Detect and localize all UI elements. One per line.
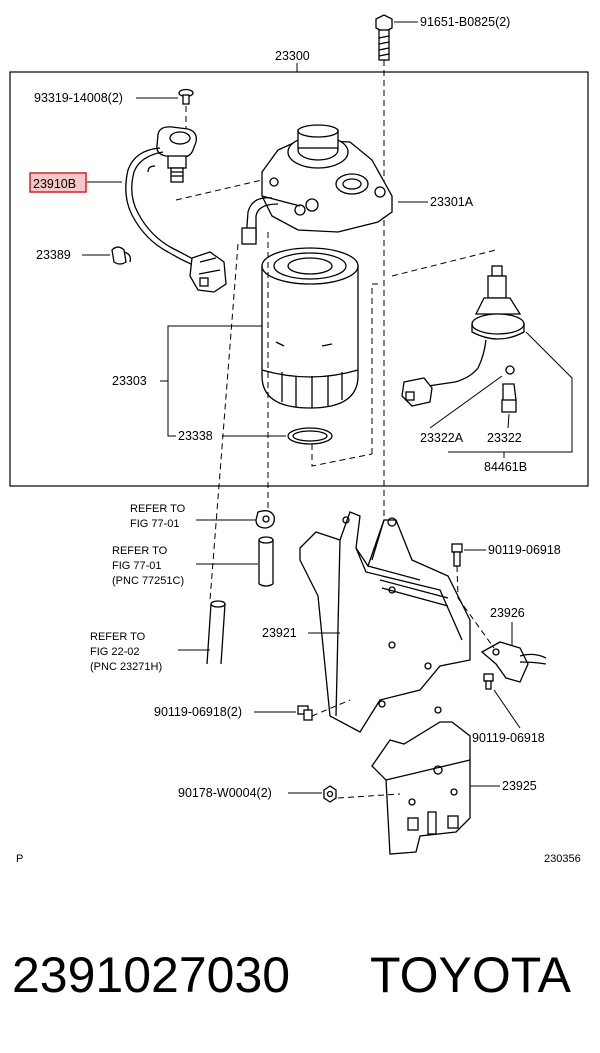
sensor-23910b-drawing [125, 126, 227, 293]
label-screw-93319: 93319-14008(2) [34, 91, 123, 105]
label-refer1-line2: FIG 77-01 [130, 518, 180, 530]
label-cap-23301a: 23301A [430, 195, 474, 209]
label-bracket-23921: 23921 [262, 626, 297, 640]
bracket-23926-drawing [480, 641, 547, 683]
label-oring-23338: 23338 [178, 429, 213, 443]
footer-brand: TOYOTA [370, 947, 572, 1003]
label-refer3-line2: FIG 22-02 [90, 646, 140, 658]
bolt-91651-drawing [375, 14, 393, 61]
diagram-number: 230356 [544, 853, 581, 865]
label-connector-23322a: 23322A [420, 431, 464, 445]
label-refer2-line2: FIG 77-01 [112, 560, 162, 572]
bracket-23921-drawing [299, 511, 471, 733]
label-sensor-set-84461b: 84461B [484, 460, 527, 474]
bolt-90119-left-drawing [297, 705, 313, 721]
label-refer2-line3: (PNC 77251C) [112, 575, 184, 587]
screw-93319-drawing [178, 88, 194, 105]
label-sensor-23322: 23322 [487, 431, 522, 445]
hose-23271h-drawing [206, 600, 226, 665]
label-bolt-90119-right-bottom: 90119-06918 [472, 731, 545, 745]
plate-23925-drawing [371, 721, 471, 855]
label-refer2-line1: REFER TO [112, 545, 168, 557]
hose-clip-drawing [255, 510, 275, 529]
label-sensor-23910b: 23910B [33, 177, 76, 191]
filter-23303-drawing [261, 247, 359, 409]
label-assembly-23300: 23300 [275, 49, 310, 63]
label-clamp-23389: 23389 [36, 248, 71, 262]
label-refer3-line1: REFER TO [90, 631, 146, 643]
label-nut-90178: 90178-W0004(2) [178, 786, 272, 800]
oring-23338-drawing [287, 427, 333, 445]
highlight-box-23910b [29, 172, 87, 193]
label-refer1-line1: REFER TO [130, 503, 186, 515]
filter-cap-23301a-drawing [241, 124, 393, 245]
sensor-set-84461b-drawing [401, 265, 525, 413]
label-bracket-23926: 23926 [490, 606, 525, 620]
label-filter-23303: 23303 [112, 374, 147, 388]
label-plate-23925: 23925 [502, 779, 537, 793]
label-bolt-90119-right-top: 90119-06918 [488, 543, 561, 557]
bolt-90119-right-bottom-drawing [483, 673, 494, 690]
clamp-23389-drawing [111, 246, 132, 265]
nut-90178-drawing [323, 785, 337, 803]
hose-77251c-drawing [258, 536, 274, 587]
label-bolt-91651: 91651-B0825(2) [420, 15, 510, 29]
label-refer3-line3: (PNC 23271H) [90, 661, 162, 673]
assembly-frame [9, 71, 589, 487]
label-bolt-90119-left: 90119-06918(2) [154, 705, 242, 719]
p-mark: P [16, 853, 23, 865]
bolt-90119-right-top-drawing [451, 543, 463, 567]
footer-part-number: 2391027030 [12, 947, 290, 1003]
